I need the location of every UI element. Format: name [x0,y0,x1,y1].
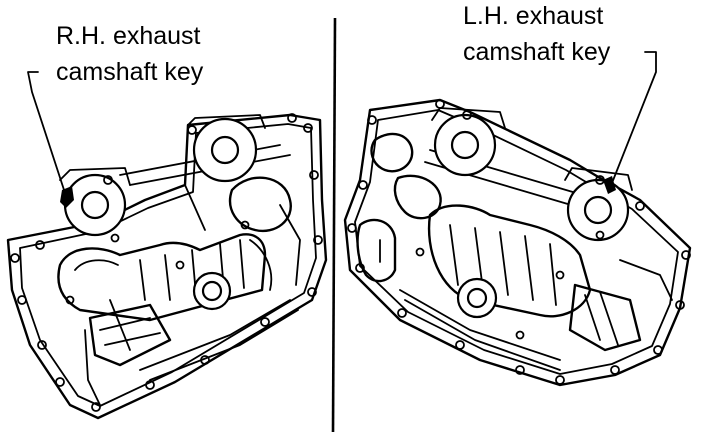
center-divider [331,17,337,433]
lh-label-line1: L.H. exhaust [463,2,603,30]
lh-label-line2: camshaft key [463,38,611,66]
lh-leader-line [609,51,657,189]
lh-cylinder-head [343,98,692,387]
rh-label-line1: R.H. exhaust [56,22,201,50]
rh-label-line2: camshaft key [56,58,204,86]
rh-leader-line [27,71,67,197]
rh-cylinder-head [6,113,328,420]
